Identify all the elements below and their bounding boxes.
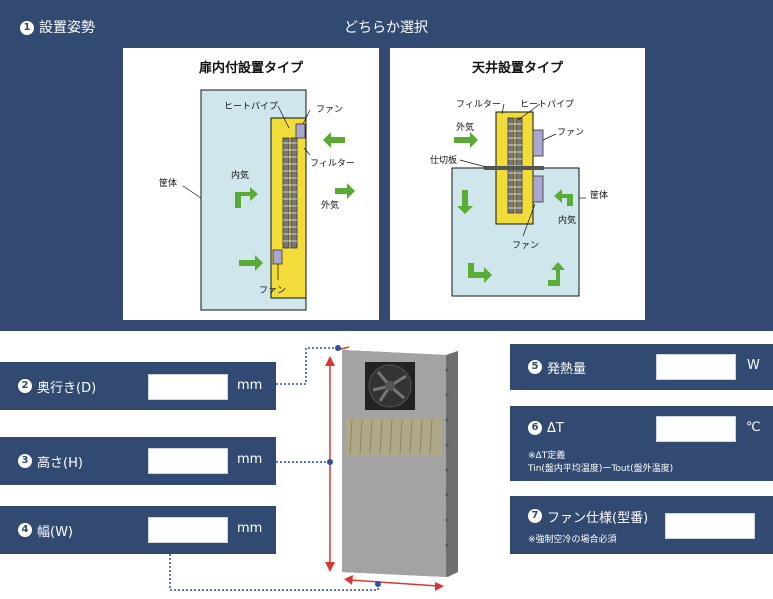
- unit-celsius: ℃: [746, 420, 761, 435]
- label-fan-top: ファン: [557, 128, 585, 138]
- label-enclosure: 筐体: [590, 191, 609, 201]
- label-fan-top: ファン: [316, 105, 344, 115]
- label-enclosure: 筐体: [159, 179, 178, 189]
- unit-w: W: [747, 358, 760, 373]
- label-fan-bottom: ファン: [259, 286, 287, 296]
- step-badge: 1: [20, 21, 34, 35]
- section-title: 1 設置姿勢: [20, 17, 95, 37]
- door-mount-diagram: [182, 89, 355, 311]
- label-filter: フィルター: [456, 100, 501, 110]
- height-input[interactable]: [148, 448, 228, 474]
- depth-input[interactable]: [148, 374, 228, 400]
- field-label: 幅(W): [37, 524, 73, 540]
- heat-input[interactable]: [656, 354, 736, 380]
- field-label: 発熱量: [547, 361, 587, 377]
- unit-mm: mm: [237, 521, 263, 536]
- width-input[interactable]: [148, 517, 228, 543]
- unit-mm: mm: [237, 452, 263, 467]
- option-title: 天井設置タイプ: [471, 61, 563, 76]
- label-outer-air: 外気: [456, 123, 475, 133]
- field-label: ΔT: [547, 420, 564, 436]
- delta-t-input[interactable]: [656, 416, 736, 442]
- unit-mm: mm: [237, 378, 263, 393]
- field-label: 高さ(H): [37, 455, 83, 471]
- option-door-mount-card[interactable]: 扉内付設置タイプ ヒートパイプ ファン フィ: [123, 48, 379, 320]
- delta-t-note-definition: Tin(盤内平均温度)ーTout(盤外温度): [528, 464, 674, 474]
- fan-spec-note: ※強制空冷の場合必須: [528, 535, 617, 545]
- label-heatpipe: ヒートパイプ: [224, 102, 279, 112]
- delta-t-note-title: ※ΔT定義: [528, 451, 566, 461]
- label-fan-bottom: ファン: [512, 241, 540, 251]
- option-title: 扉内付設置タイプ: [198, 61, 303, 76]
- option-ceiling-mount-card[interactable]: 天井設置タイプ フィルター ヒートパイプ 外気 フ: [390, 48, 645, 320]
- field-label: 奥行き(D): [37, 380, 97, 396]
- fan-spec-input[interactable]: [665, 513, 755, 539]
- label-heatpipe: ヒートパイプ: [520, 100, 575, 110]
- ceiling-mount-diagram: [451, 103, 586, 297]
- label-inner-air: 内気: [231, 171, 250, 181]
- label-outer-air: 外気: [321, 201, 340, 211]
- instruction-text: どちらか選択: [344, 20, 428, 36]
- install-orientation-panel: 1 設置姿勢 どちらか選択 扉内付設置タイプ: [0, 0, 773, 331]
- section-title-text: 設置姿勢: [39, 20, 95, 36]
- label-inner-air: 内気: [558, 216, 577, 226]
- field-label: ファン仕様(型番): [547, 510, 649, 526]
- label-partition: 仕切板: [430, 156, 458, 166]
- label-filter: フィルター: [310, 159, 355, 169]
